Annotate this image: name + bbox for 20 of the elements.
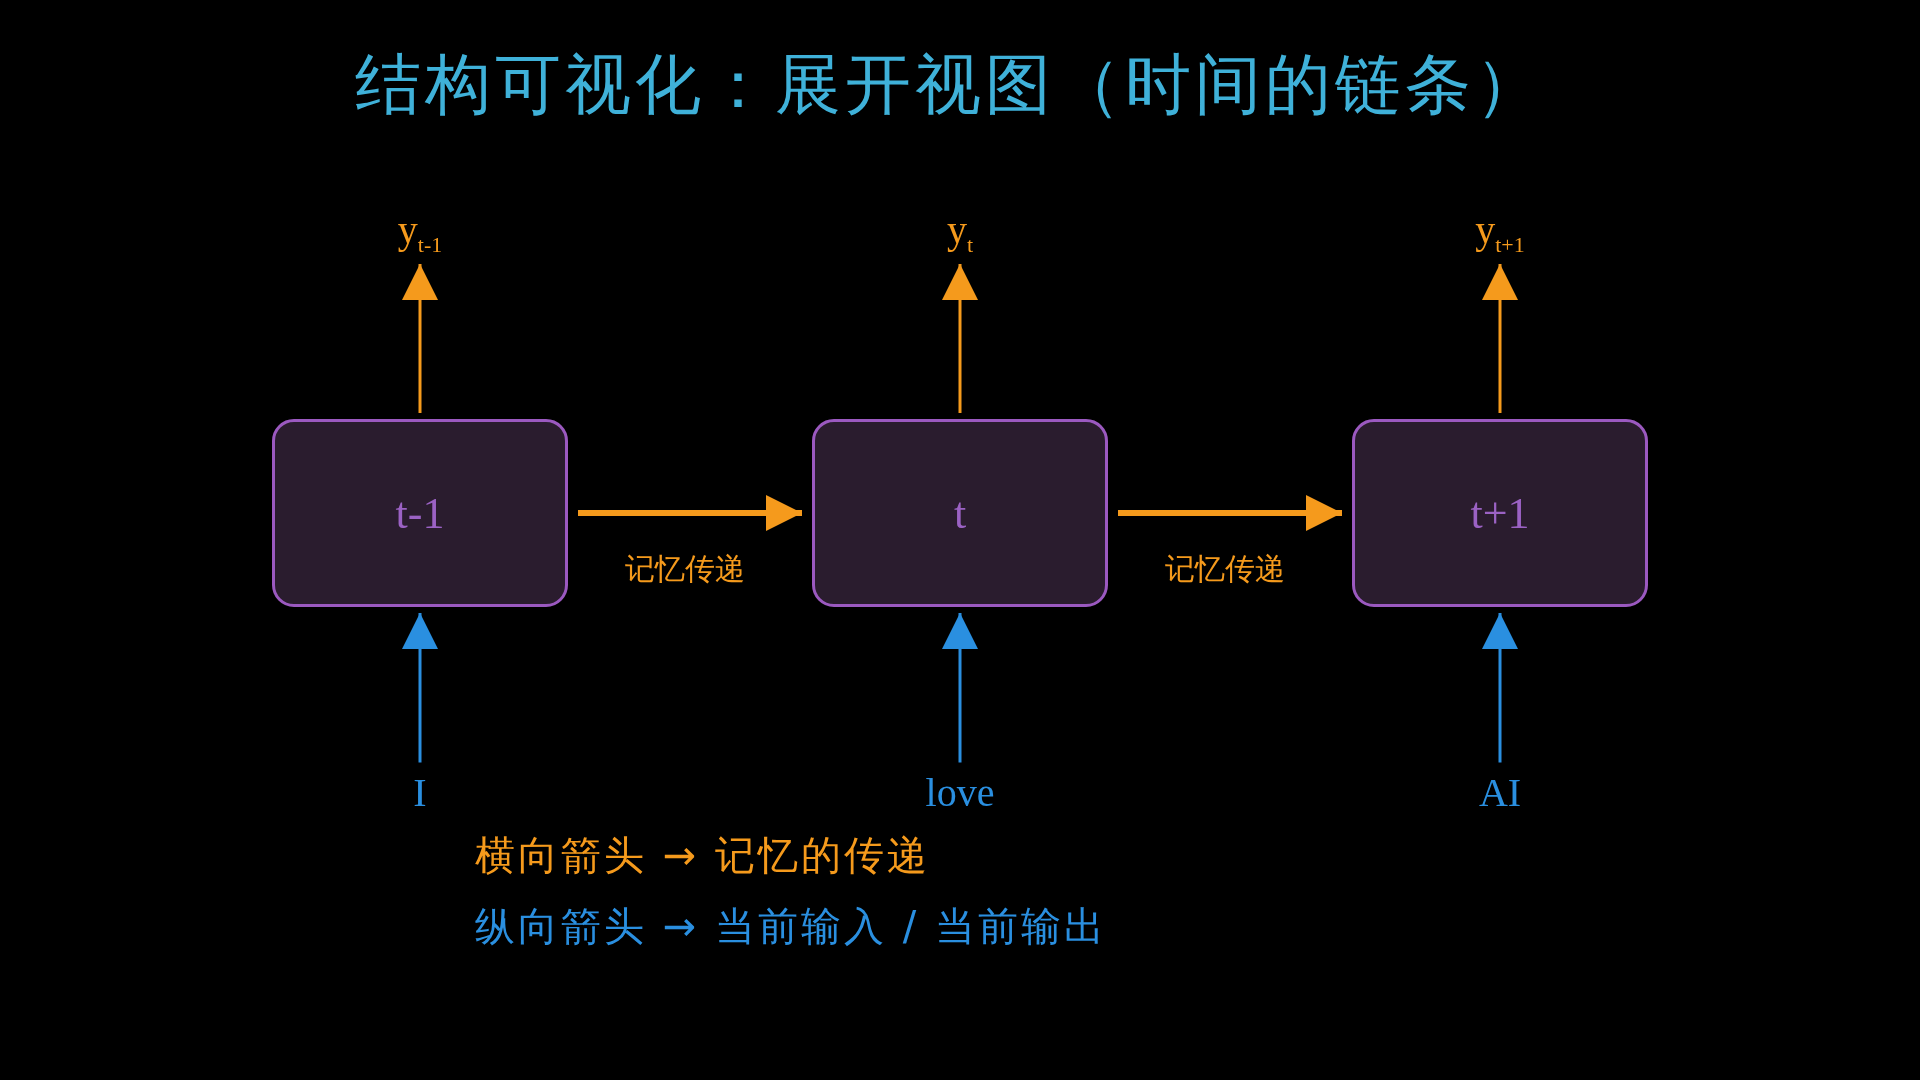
title: 结构可视化：展开视图（时间的链条）: [355, 45, 1545, 125]
arrow: [942, 613, 978, 763]
cell-box: t: [812, 419, 1108, 607]
input-label: AI: [1478, 768, 1522, 816]
note-text: 纵向箭头 → 当前输入 / 当前输出: [475, 902, 1107, 951]
cell-box: t+1: [1352, 419, 1648, 607]
output-label: y$_{t}$: [946, 206, 974, 258]
arrow: [942, 264, 978, 413]
arrow: [578, 495, 802, 531]
note-text: 横向箭头 → 记忆的传递: [475, 831, 930, 880]
arrow: [1118, 495, 1342, 531]
arrow: [1482, 613, 1518, 763]
arrow: [402, 264, 438, 413]
input-label: love: [925, 768, 995, 816]
input-label: I: [413, 768, 427, 816]
arrow: [1482, 264, 1518, 413]
cell-box: t-1: [272, 419, 568, 607]
arrow: [402, 613, 438, 763]
output-label: y$_{t+1}$: [1475, 206, 1525, 258]
output-label: y$_{t-1}$: [397, 206, 443, 258]
